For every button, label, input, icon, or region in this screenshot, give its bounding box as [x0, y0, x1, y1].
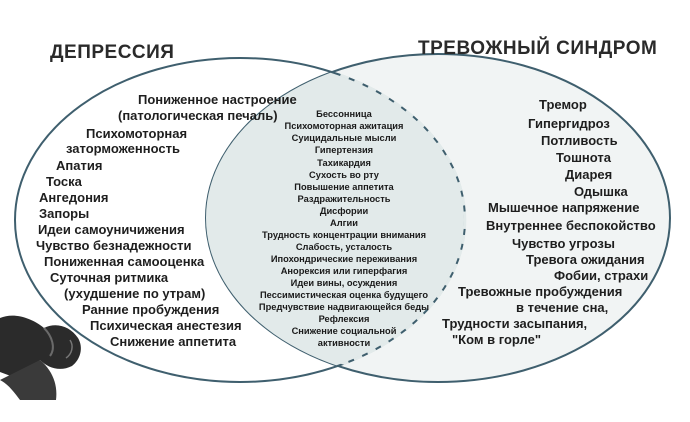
- depression-symptom-item: Ранние пробуждения: [82, 302, 220, 317]
- anxiety-symptom-item: Чувство угрозы: [512, 236, 615, 251]
- anxiety-symptom-item: Диарея: [565, 167, 613, 182]
- shared-symptom-item: Трудность концентрации внимания: [261, 230, 427, 240]
- depression-symptom-item: (ухудшение по утрам): [64, 286, 206, 301]
- anxiety-symptom-item: Трудности засыпания,: [442, 316, 588, 331]
- anxiety-symptom-item: Мышечное напряжение: [488, 200, 640, 215]
- depression-symptom-item: Психическая анестезия: [90, 318, 242, 333]
- overlap-region: [206, 58, 465, 382]
- shared-symptom-item: Психомоторная ажитация: [284, 121, 404, 131]
- depression-symptom-item: Тоска: [46, 174, 82, 189]
- anxiety-symptom-item: Гипергидроз: [528, 116, 610, 131]
- depression-symptom-item: Апатия: [56, 158, 103, 173]
- shared-symptom-item: Дисфории: [319, 206, 369, 216]
- depression-symptom-item: Пониженное настроение: [138, 92, 297, 107]
- head-in-hands-silhouette: [0, 315, 81, 400]
- shared-symptom-item: активности: [317, 338, 371, 348]
- shared-symptom-item: Ипохондрические переживания: [270, 254, 418, 264]
- depression-symptom-item: (патологическая печаль): [118, 108, 278, 123]
- anxiety-symptom-item: Потливость: [541, 133, 618, 148]
- shared-symptom-item: Идеи вины, осуждения: [290, 278, 398, 288]
- anxiety-symptom-item: Тремор: [539, 97, 587, 112]
- anxiety-title: ТРЕВОЖНЫЙ СИНДРОМ: [418, 38, 658, 59]
- shared-symptom-item: Сухость во рту: [309, 170, 379, 180]
- depression-title: ДЕПРЕССИЯ: [50, 42, 175, 63]
- depression-symptom-item: Чувство безнадежности: [36, 238, 192, 253]
- depression-symptom-item: Суточная ритмика: [50, 270, 169, 285]
- shared-symptom-item: Тахикардия: [317, 158, 371, 168]
- shared-symptom-item: Повышение аппетита: [294, 182, 394, 192]
- depression-symptom-item: Снижение аппетита: [110, 334, 237, 349]
- shared-symptom-item: Пессимистическая оценка будущего: [259, 290, 429, 300]
- shared-symptom-item: Алгии: [330, 218, 358, 228]
- shared-symptom-item: Рефлексия: [318, 314, 370, 324]
- depression-symptom-item: Запоры: [39, 206, 90, 221]
- depression-symptom-item: Психомоторная: [86, 126, 188, 141]
- anxiety-symptom-item: Тошнота: [556, 150, 611, 165]
- anxiety-symptom-item: Тревога ожидания: [526, 252, 645, 267]
- depression-symptom-item: заторможенность: [66, 141, 180, 156]
- anxiety-symptom-item: "Ком в горле": [452, 332, 541, 347]
- shared-symptom-item: Предчувствие надвигающейся беды: [258, 302, 430, 312]
- shared-symptom-item: Анорексия или гиперфагия: [280, 266, 408, 276]
- shared-symptom-item: Гипертензия: [314, 145, 374, 155]
- depression-symptom-item: Пониженная самооценка: [44, 254, 205, 269]
- shared-symptom-item: Снижение социальной: [291, 326, 397, 336]
- anxiety-symptom-item: Тревожные пробуждения: [458, 284, 623, 299]
- shared-symptom-item: Суицидальные мысли: [291, 133, 397, 143]
- shared-symptom-item: Раздражительность: [297, 194, 391, 204]
- anxiety-symptom-item: Внутреннее беспокойство: [486, 218, 656, 233]
- shared-symptom-item: Бессонница: [316, 109, 372, 119]
- anxiety-symptom-item: в течение сна,: [516, 300, 609, 315]
- depression-symptom-item: Идеи самоуничижения: [38, 222, 185, 237]
- anxiety-symptom-item: Одышка: [574, 184, 628, 199]
- anxiety-symptom-item: Фобии, страхи: [554, 268, 649, 283]
- shared-symptom-item: Слабость, усталость: [295, 242, 393, 252]
- depression-symptom-item: Ангедония: [39, 190, 109, 205]
